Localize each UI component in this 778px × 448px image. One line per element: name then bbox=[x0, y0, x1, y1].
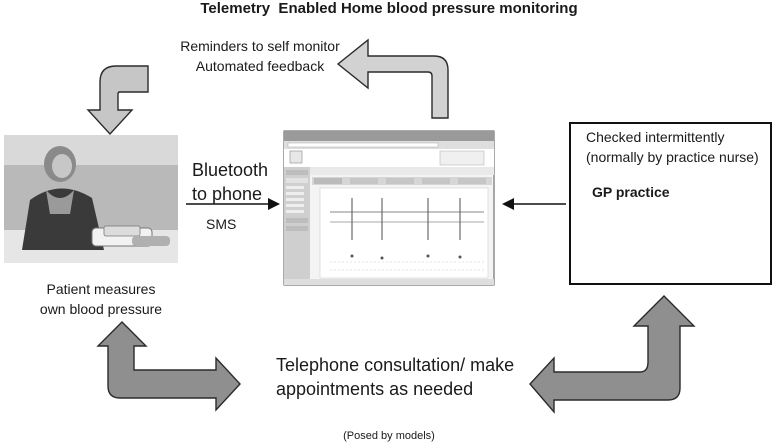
gp-practice-box bbox=[569, 122, 772, 285]
gp-practice-label: GP practice bbox=[592, 184, 670, 200]
checked-line-1: Checked intermittently bbox=[586, 129, 725, 145]
telephone-line-2: appointments as needed bbox=[276, 379, 474, 399]
checked-label: Checked intermittently (normally by prac… bbox=[586, 127, 759, 167]
reminders-line-1: Reminders to self monitor bbox=[180, 38, 340, 54]
patient-photo bbox=[4, 135, 178, 263]
web-screenshot bbox=[283, 130, 495, 286]
consultation-arrow-left bbox=[96, 321, 241, 412]
telephone-line-1: Telephone consultation/ make bbox=[276, 355, 515, 375]
bluetooth-label: Bluetooth to phone bbox=[192, 158, 268, 206]
sms-label: SMS bbox=[206, 216, 237, 232]
telephone-label: Telephone consultation/ make appointment… bbox=[276, 353, 514, 401]
patient-line-1: Patient measures bbox=[46, 281, 156, 297]
diagram-title: Telemetry Enabled Home blood pressure mo… bbox=[200, 0, 578, 17]
posed-footer: (Posed by models) bbox=[343, 430, 435, 442]
patient-label: Patient measures own blood pressure bbox=[16, 279, 186, 319]
patient-line-2: own blood pressure bbox=[39, 301, 163, 317]
consultation-arrow-right bbox=[529, 295, 696, 414]
reminder-arrow-left bbox=[86, 65, 149, 136]
checked-line-2: (normally by practice nurse) bbox=[586, 149, 759, 165]
bluetooth-line-2: to phone bbox=[192, 184, 263, 204]
reminders-label: Reminders to self monitor Automated feed… bbox=[150, 36, 370, 76]
arrow-patient-to-screen bbox=[186, 198, 280, 210]
arrow-gp-to-screen bbox=[502, 198, 566, 210]
reminders-line-2: Automated feedback bbox=[195, 58, 325, 74]
feedback-arrow-right bbox=[336, 38, 449, 119]
bluetooth-line-1: Bluetooth bbox=[192, 160, 269, 180]
